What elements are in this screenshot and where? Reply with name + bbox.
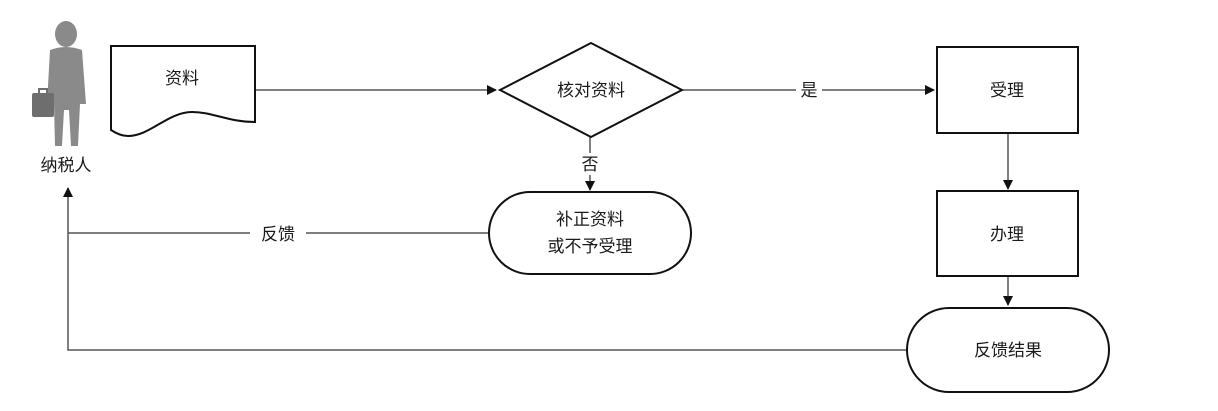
node-documents-label: 资料 [165, 69, 199, 89]
node-documents [110, 45, 256, 138]
yes-label-bg [796, 80, 822, 100]
taxpayer-icon [32, 21, 86, 146]
node-feedback-result [906, 307, 1110, 393]
feedback-label-bg [250, 222, 306, 244]
node-correct-or-reject [488, 191, 692, 275]
node-process [936, 190, 1079, 277]
edge-yes-label: 是 [801, 81, 818, 101]
node-process-label: 办理 [990, 225, 1024, 245]
node-correct-label-line2: 或不予受理 [548, 237, 633, 257]
node-accept-label: 受理 [990, 81, 1024, 101]
node-accept [936, 46, 1079, 134]
node-check-label: 核对资料 [557, 81, 625, 101]
taxpayer-label: 纳税人 [41, 156, 92, 176]
edge-result-to-taxpayer [63, 187, 908, 351]
node-correct-label-line1: 补正资料 [556, 210, 624, 230]
node-result-label: 反馈结果 [974, 341, 1042, 361]
node-check-decision [497, 41, 685, 139]
edge-no-label: 否 [582, 155, 599, 175]
no-label-bg [578, 153, 602, 175]
edge-feedback-label: 反馈 [261, 225, 295, 245]
